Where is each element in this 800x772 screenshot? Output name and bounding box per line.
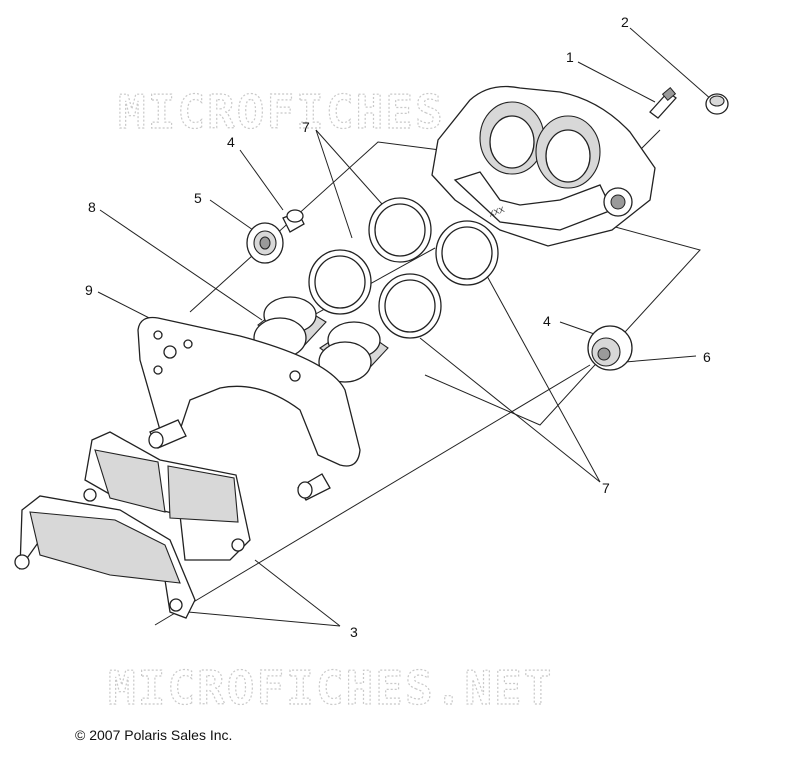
callout-6: 6 — [703, 349, 711, 365]
pin-bushing-left — [246, 209, 305, 264]
callouts: 1 2 3 4 4 5 6 7 7 8 9 — [85, 14, 711, 640]
leader-lines — [97, 27, 713, 627]
pistons — [253, 296, 389, 383]
piston-seals — [308, 197, 499, 339]
callout-7-bottom: 7 — [602, 480, 610, 496]
callout-1: 1 — [566, 49, 574, 65]
watermark-bottom: MICROFICHES.NET — [108, 661, 553, 715]
bleeder-screw — [649, 87, 677, 119]
callout-2: 2 — [621, 14, 629, 30]
callout-3: 3 — [350, 624, 358, 640]
pin-bushing-right — [587, 325, 633, 371]
mounting-bracket — [137, 316, 361, 501]
callout-9: 9 — [85, 282, 93, 298]
callout-8: 8 — [88, 199, 96, 215]
callout-5: 5 — [194, 190, 202, 206]
copyright-notice: © 2007 Polaris Sales Inc. — [75, 727, 233, 743]
brake-pads — [14, 431, 251, 619]
callout-4-left: 4 — [227, 134, 235, 150]
callout-7-top: 7 — [302, 119, 310, 135]
bleeder-cap — [705, 93, 729, 115]
callout-4-right: 4 — [543, 313, 551, 329]
caliper-housing: XXX — [431, 85, 656, 247]
